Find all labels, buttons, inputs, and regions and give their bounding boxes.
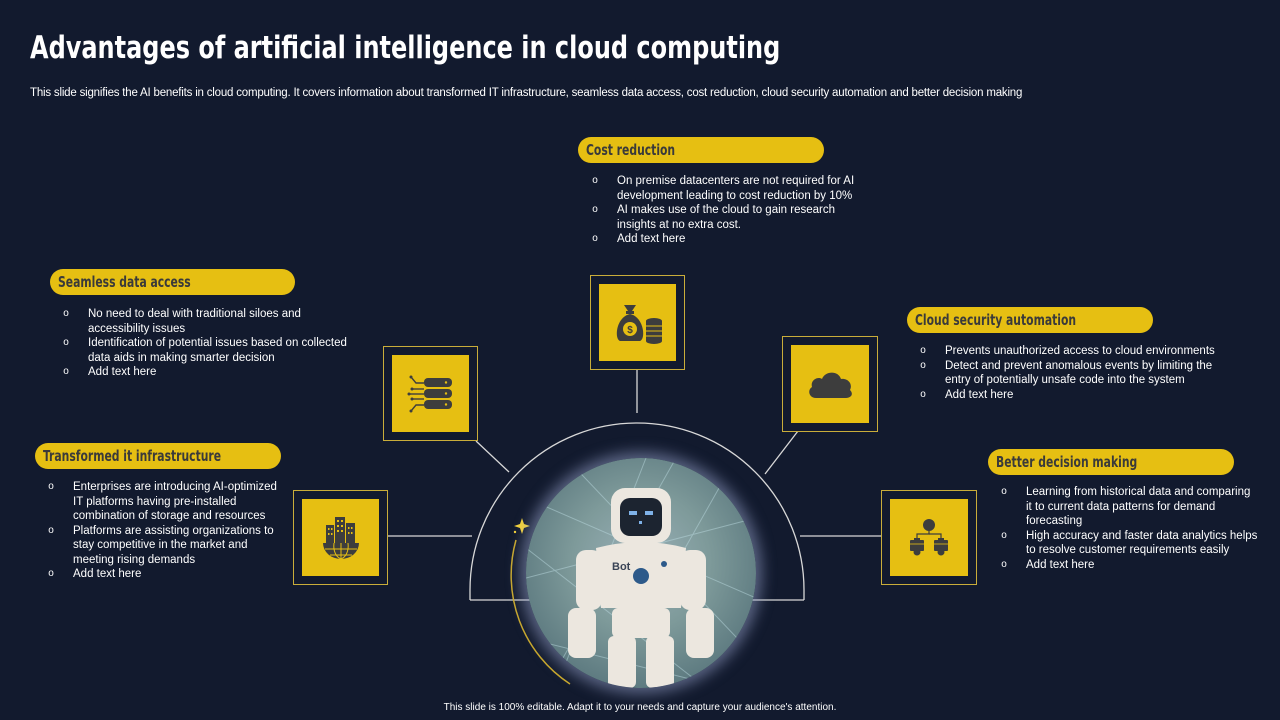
cost-reduction-icon-box: $	[590, 275, 685, 370]
bullet-continuation: accessibility issues	[88, 322, 186, 335]
transformed-it-heading: Transformed it infrastructure	[35, 443, 281, 469]
decision-hierarchy-icon	[910, 518, 948, 555]
sparkle-icon	[513, 518, 530, 534]
robot-photo: Bot	[526, 458, 756, 688]
cloud-icon	[809, 372, 852, 398]
better-decision-heading: Better decision making	[988, 449, 1234, 475]
bullet-continuation: it to current data patterns for demand	[1026, 500, 1216, 513]
bullet-continuation: forecasting	[1026, 515, 1083, 527]
bullet-continuation: insights at no extra cost.	[617, 218, 742, 231]
cloud-security-heading: Cloud security automation	[907, 307, 1153, 333]
bullet-continuation: meeting rising demands	[73, 553, 196, 566]
svg-text:$: $	[627, 325, 633, 336]
svg-text:Bot: Bot	[612, 561, 631, 573]
database-network-icon	[407, 375, 452, 412]
robot-illustration: Bot	[526, 458, 756, 688]
page-subtitle: This slide signifies the AI benefits in …	[30, 87, 1023, 99]
global-buildings-icon	[322, 516, 359, 559]
better-decision-icon-box	[881, 490, 977, 585]
bullet-continuation: entry of potentially unsafe code into th…	[945, 374, 1185, 386]
bullet-continuation: data aids in making smarter decision	[88, 351, 275, 364]
bullet-continuation: IT platforms having pre-installed	[73, 495, 237, 508]
bullet-continuation: stay competitive in the market and	[73, 539, 248, 551]
money-bag-coins-icon: $	[616, 304, 662, 344]
seamless-data-icon-box	[383, 346, 478, 441]
bullet-continuation: development leading to cost reduction by…	[617, 189, 853, 202]
page-title: Advantages of artificial intelligence in…	[30, 30, 781, 66]
bullet-continuation: to resolve customer requirements easily	[1026, 544, 1230, 556]
transformed-it-icon-box	[293, 490, 388, 585]
bullet-continuation: combination of storage and resources	[73, 510, 266, 522]
seamless-data-access-heading: Seamless data access	[50, 269, 295, 295]
footer-note: This slide is 100% editable. Adapt it to…	[443, 702, 837, 713]
cost-reduction-heading: Cost reduction	[578, 137, 824, 163]
cloud-security-icon-box	[782, 336, 878, 432]
